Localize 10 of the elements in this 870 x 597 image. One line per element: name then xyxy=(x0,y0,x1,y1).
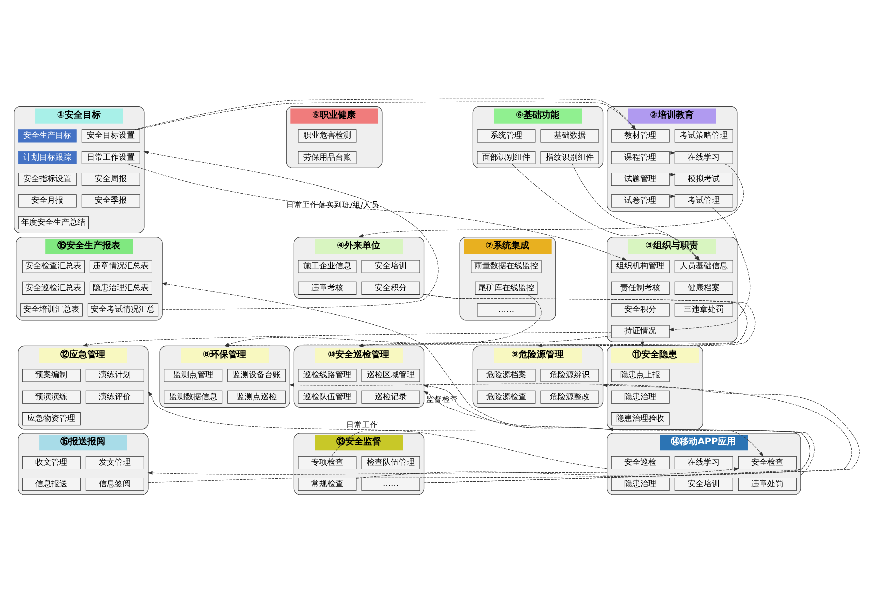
arrow xyxy=(669,194,676,198)
arrow xyxy=(669,150,676,154)
arrow xyxy=(669,172,676,176)
arrow xyxy=(148,470,608,474)
arrow xyxy=(332,429,764,457)
arrow xyxy=(134,98,636,130)
arrow xyxy=(356,467,740,478)
arrow xyxy=(668,206,751,331)
arrow xyxy=(358,163,744,238)
arrow xyxy=(640,338,644,346)
